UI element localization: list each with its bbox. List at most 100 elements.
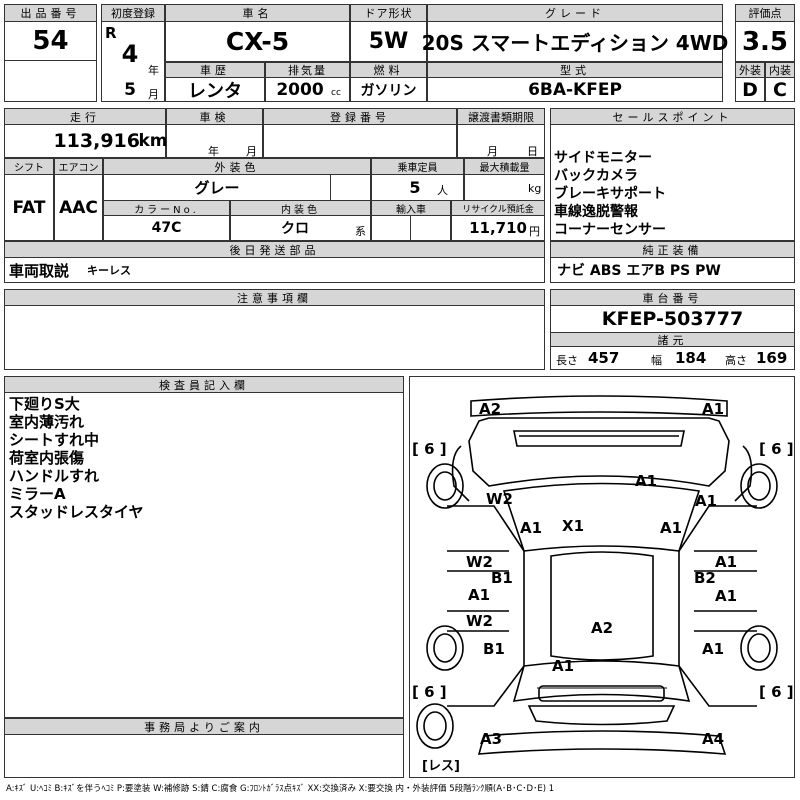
tire-depth-label: [ 6 ] — [412, 683, 447, 701]
ac: AAC — [59, 197, 98, 218]
genuine-equipment-header: 純正装備 — [550, 241, 795, 258]
exterior-grade: D — [742, 78, 758, 101]
tires — [416, 463, 778, 749]
max-load-header: 最大積載量 — [464, 158, 545, 175]
color-no: 47C — [151, 220, 182, 236]
specs-header: 諸元 — [550, 332, 795, 347]
damage-diagram-frame — [409, 376, 795, 778]
int-color-cell — [230, 215, 371, 241]
chassis-header: 車台番号 — [550, 289, 795, 306]
sales-point-header: セールスポイント — [550, 108, 795, 125]
damage-label: X1 — [562, 517, 584, 535]
fuel: ガソリン — [360, 82, 417, 99]
car-name-header: 車名 — [165, 4, 350, 22]
history-header: 車歴 — [165, 62, 265, 78]
lot-no-header: 出品番号 — [4, 4, 97, 22]
recycle-unit: 円 — [529, 225, 540, 238]
inspector-note: ハンドルすれ — [9, 467, 100, 485]
recycle: 11,710 — [469, 219, 527, 237]
shift: FAT — [12, 197, 46, 218]
inspector-note: 下廻りS大 — [9, 395, 80, 413]
tire-front-left-icon — [426, 463, 464, 509]
era: R — [105, 24, 117, 42]
spec-length-label: 長さ — [556, 354, 578, 367]
interior-cell — [765, 77, 795, 102]
transfer-day: 日 — [527, 145, 538, 158]
grade-header: グレード — [427, 4, 723, 22]
capacity: 5 — [409, 178, 421, 197]
damage-label: A3 — [480, 730, 502, 748]
damage-label: A1 — [520, 519, 542, 537]
spec-width-label: 幅 — [651, 354, 662, 367]
shift-cell — [4, 174, 54, 241]
transfer-cell — [457, 124, 545, 158]
history-cell — [165, 77, 265, 102]
inspector-note: 荷室内張傷 — [9, 449, 85, 467]
history: レンタ — [188, 80, 242, 102]
int-color: クロ — [281, 221, 309, 237]
damage-label: A2 — [591, 619, 613, 637]
int-color-unit: 系 — [355, 225, 366, 238]
first-reg-header: 初度登録 — [101, 4, 165, 22]
caution-header: 注意事項欄 — [4, 289, 545, 306]
score-cell — [735, 21, 795, 62]
genuine-equipment-cell — [550, 257, 795, 283]
spec-width: 184 — [675, 349, 707, 367]
tire-rear-right-icon — [740, 625, 778, 671]
lot-no-blank — [4, 60, 97, 102]
lot-no-cell — [4, 21, 97, 61]
damage-label: A1 — [715, 553, 737, 571]
tire-rear-left-icon — [426, 625, 464, 671]
damage-label: B2 — [694, 569, 716, 587]
damage-label: W2 — [466, 612, 493, 630]
tire-depth-label: [ 6 ] — [759, 683, 794, 701]
inspector-note: スタッドレスタイヤ — [9, 503, 144, 521]
grade-cell — [427, 21, 723, 62]
tire-depth-label: [ 6 ] — [412, 440, 447, 458]
model: 6BA-KFEP — [528, 79, 622, 100]
fuel-cell — [350, 77, 427, 102]
sales-point-item: サイドモニター — [554, 150, 652, 166]
capacity-header: 乗車定員 — [371, 158, 464, 175]
damage-label: A1 — [635, 472, 657, 490]
recycle-header: リサイクル預託金 — [451, 200, 545, 216]
ext-color-extra-cell — [330, 174, 371, 201]
damage-label: A2 — [479, 400, 501, 418]
spec-height: 169 — [756, 349, 788, 367]
spec-length: 457 — [588, 349, 620, 367]
inspection-header: 車検 — [166, 108, 263, 125]
legend: A:ｷｽﾞ U:ﾍｺﾐ B:ｷｽﾞを伴うﾍｺﾐ P:要塗装 W:補修跡 S:錆 … — [6, 784, 555, 794]
later-parts-cell — [4, 257, 545, 283]
specs-cell — [550, 346, 795, 370]
inspector-note: 室内薄汚れ — [9, 413, 85, 431]
damage-label: A1 — [702, 640, 724, 658]
car-diagram: A2 A1 [ 6 ] [ 6 ] [ 6 ] [ 6 ] W2 A1 A1 A… — [412, 395, 794, 774]
exterior-header: 外装 — [735, 62, 765, 78]
car-name: CX-5 — [225, 27, 290, 56]
grade: 20S スマートエディション 4WD — [421, 31, 729, 55]
ac-cell — [54, 174, 103, 241]
tire-front-right-icon — [740, 463, 778, 509]
model-cell — [427, 77, 723, 102]
displacement-header: 排気量 — [265, 62, 350, 78]
color-no-header: カラーNo. — [103, 200, 230, 216]
spec-height-label: 高さ — [725, 354, 747, 367]
mileage-unit: km — [138, 131, 168, 151]
mileage-header: 走行 — [4, 108, 166, 125]
score-header: 評価点 — [735, 4, 795, 22]
damage-label: B1 — [491, 569, 513, 587]
int-color-header: 内装色 — [230, 200, 371, 216]
transfer-header: 譲渡書類期限 — [457, 108, 545, 125]
ext-color: グレー — [194, 179, 240, 197]
displacement-cell — [265, 77, 350, 102]
inspector-note: ミラーA — [9, 485, 66, 503]
damage-label: A1 — [468, 586, 490, 604]
damage-label: W2 — [466, 553, 493, 571]
model-header: 型式 — [427, 62, 723, 78]
damage-label: A4 — [702, 730, 724, 748]
interior-grade: C — [773, 78, 787, 101]
transfer-month: 月 — [487, 145, 498, 158]
damage-label: A1 — [660, 519, 682, 537]
car-name-cell — [165, 21, 350, 62]
office-cell — [4, 734, 404, 778]
